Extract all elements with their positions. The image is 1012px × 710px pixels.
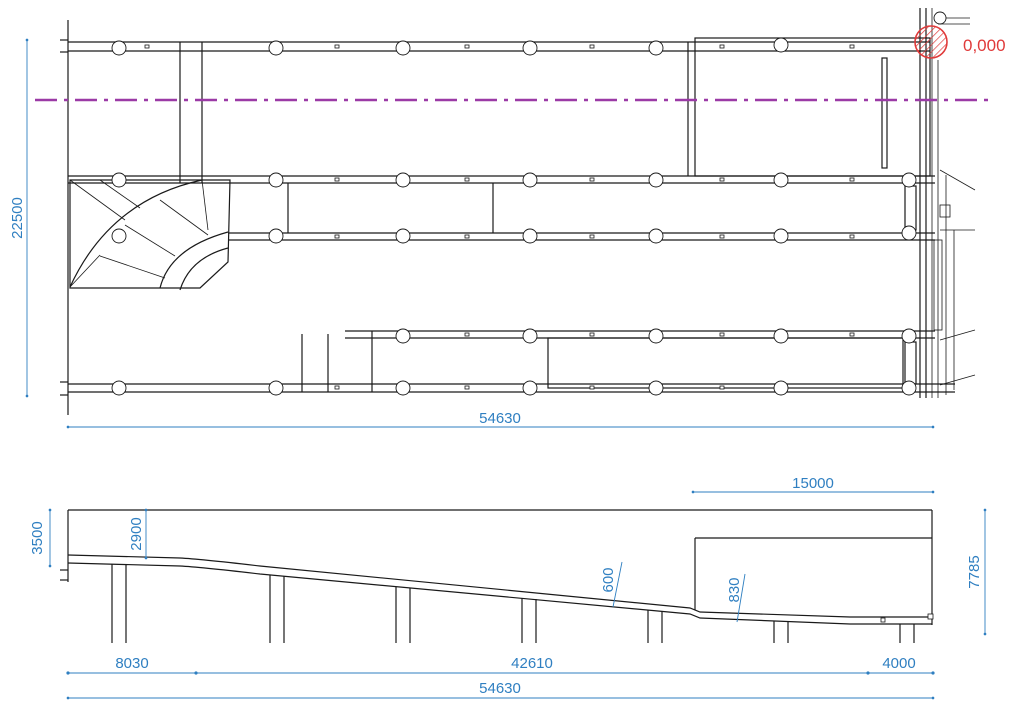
slab-thickness-dimension-2: 830: [726, 573, 746, 623]
span-dimensions: 8030 42610 4000: [66, 655, 935, 675]
plan-view: 0,000 22500 54630: [9, 8, 1006, 429]
plan-width-dim-label: 22500: [9, 197, 26, 239]
top-segment-dimension: 15000: [691, 475, 935, 494]
slab-thickness-dimension-1: 600: [600, 561, 623, 608]
plan-girders: [68, 41, 955, 393]
spiral-ramp: [69, 179, 231, 291]
right-height-dimension: 7785: [966, 508, 987, 636]
plan-length-dimension: 54630: [66, 410, 935, 429]
left-height-dimension: 3500: [29, 508, 52, 568]
right-height-dim-label: 7785: [966, 555, 983, 588]
plan-width-dimension: 22500: [9, 38, 29, 398]
ramp-bottom-surface: [67, 562, 932, 625]
section-view: 15000 3500 2900 7785 600 830: [29, 475, 987, 700]
slab-thickness-label-1: 600: [600, 567, 617, 592]
top-segment-dim-label: 15000: [792, 475, 834, 492]
section-length-dimension: 54630: [66, 680, 935, 700]
span-middle-label: 42610: [511, 655, 553, 672]
left-clearance-dim-label: 2900: [128, 517, 145, 550]
left-clearance-dimension: 2900: [128, 508, 148, 560]
ramp-top-surface: [67, 554, 932, 618]
level-label: 0,000: [963, 36, 1006, 55]
section-columns: [111, 564, 915, 643]
plan-cross-members: [179, 37, 931, 392]
section-length-dim-label: 54630: [479, 680, 521, 697]
level-marker: [914, 25, 948, 59]
slab-thickness-label-2: 830: [726, 577, 743, 602]
plan-columns: [111, 11, 947, 396]
span-left-label: 8030: [115, 655, 148, 672]
left-height-dim-label: 3500: [29, 521, 46, 554]
plan-right-edge: [919, 8, 976, 398]
plan-length-dim-label: 54630: [479, 410, 521, 427]
plan-bolt-marks: [144, 44, 855, 390]
span-right-label: 4000: [882, 655, 915, 672]
